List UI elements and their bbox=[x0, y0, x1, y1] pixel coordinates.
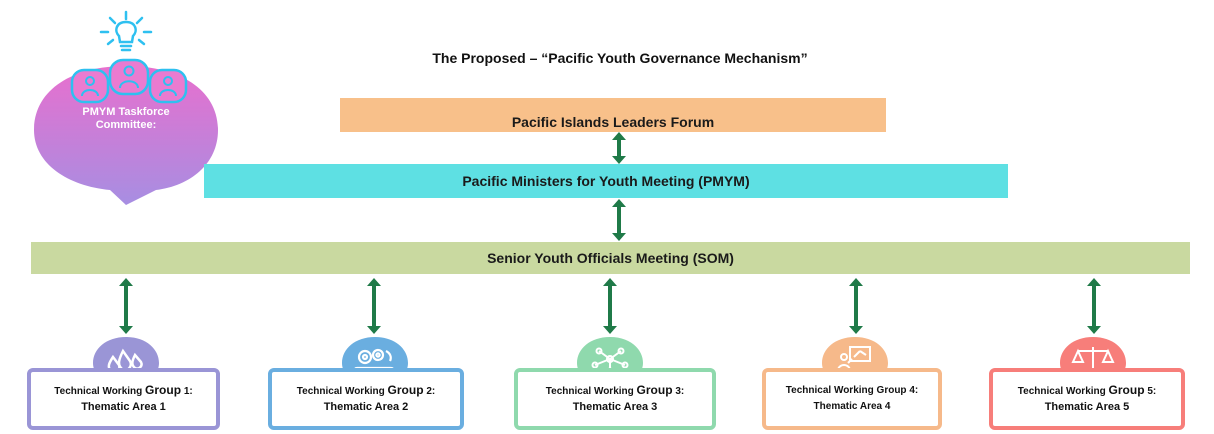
twg-1-box: Technical Working Group 1: Thematic Area… bbox=[27, 368, 220, 430]
twg-3-area: Thematic Area 3 bbox=[572, 400, 658, 413]
som-bar: Senior Youth Officials Meeting (SOM) bbox=[31, 242, 1190, 274]
twg-2-box: Technical Working Group 2: Thematic Area… bbox=[268, 368, 464, 430]
arrow-leaders-ministers bbox=[607, 132, 631, 164]
twg-3-box: Technical Working Group 3: Thematic Area… bbox=[514, 368, 716, 430]
twg-1-title: Technical Working Group 1: bbox=[54, 382, 193, 397]
twg-1-area: Thematic Area 1 bbox=[81, 400, 166, 413]
arrow-som-group-1 bbox=[114, 278, 138, 334]
arrow-ministers-som bbox=[607, 199, 631, 241]
arrow-som-group-4 bbox=[844, 278, 868, 334]
taskforce-label: PMYM Taskforce Committee: bbox=[82, 106, 170, 131]
leaders-forum-bar: Pacific Islands Leaders Forum bbox=[340, 98, 886, 132]
arrow-som-group-2 bbox=[362, 278, 386, 334]
diagram-title: The Proposed – “Pacific Youth Governance… bbox=[432, 50, 808, 66]
people-group-icon bbox=[70, 56, 188, 108]
twg-5-box: Technical Working Group 5: Thematic Area… bbox=[989, 368, 1185, 430]
twg-4-title: Technical Working Group 4: bbox=[785, 385, 919, 396]
lightbulb-icon bbox=[98, 10, 154, 58]
arrow-som-group-3 bbox=[598, 278, 622, 334]
twg-2-title: Technical Working Group 2: bbox=[296, 382, 436, 397]
twg-3-title: Technical Working Group 3: bbox=[545, 382, 685, 397]
twg-5-area: Thematic Area 5 bbox=[1044, 400, 1130, 413]
twg-5-title: Technical Working Group 5: bbox=[1017, 382, 1157, 397]
twg-4-area: Thematic Area 4 bbox=[813, 401, 891, 412]
twg-4-box: Technical Working Group 4: Thematic Area… bbox=[762, 368, 942, 430]
twg-2-area: Thematic Area 2 bbox=[323, 400, 409, 413]
ministers-meeting-bar: Pacific Ministers for Youth Meeting (PMY… bbox=[204, 164, 1008, 198]
arrow-som-group-5 bbox=[1082, 278, 1106, 334]
